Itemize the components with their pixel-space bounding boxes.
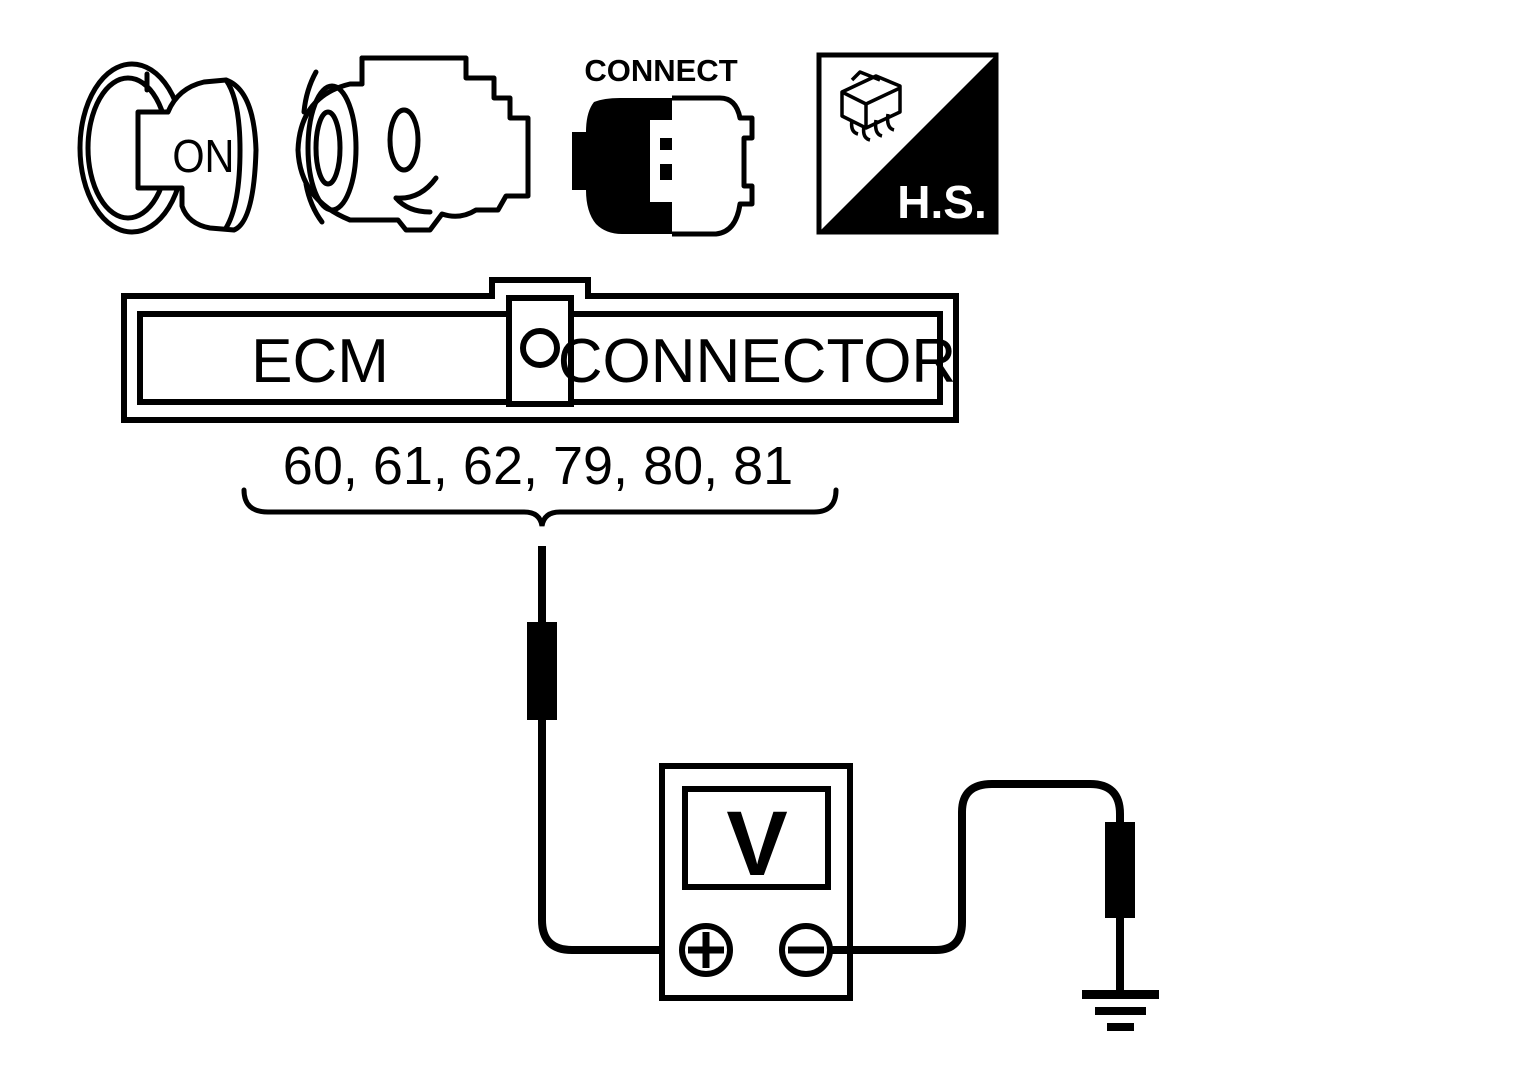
positive-terminal-icon — [679, 923, 733, 977]
ground-icon — [1082, 990, 1159, 1031]
connect-icon-label: CONNECT — [584, 53, 737, 88]
harness-icon: H.S. — [816, 52, 999, 235]
terminal-numbers: 60, 61, 62, 79, 80, 81 — [283, 436, 793, 496]
harness-icon-label: H.S. — [897, 176, 986, 228]
engine-icon — [295, 55, 531, 233]
ignition-key-icon: ON — [77, 61, 259, 235]
ecm-label: ECM — [251, 327, 389, 396]
ignition-key-label: ON — [172, 131, 234, 183]
connect-icon: CONNECT — [572, 53, 755, 237]
positive-probe — [527, 546, 682, 954]
connector-label: CONNECTOR — [558, 327, 956, 396]
negative-probe — [830, 780, 1135, 994]
voltmeter-display: V — [726, 793, 787, 895]
terminal-brace — [241, 487, 839, 527]
ecm-connector — [121, 277, 959, 423]
negative-terminal-icon — [779, 923, 833, 977]
voltmeter: V — [659, 763, 853, 1001]
